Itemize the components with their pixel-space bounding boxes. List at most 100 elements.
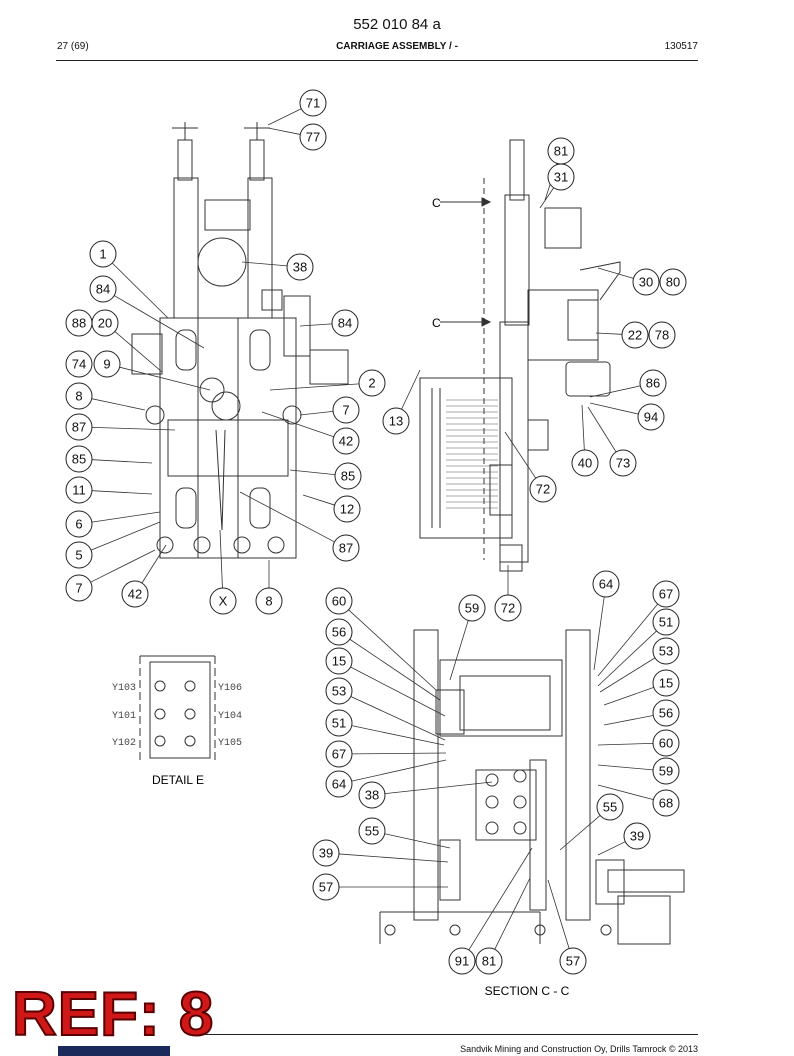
callout-leader [603, 686, 654, 706]
detail-solenoid-icons [154, 680, 196, 747]
callout-circle [65, 445, 93, 473]
callout-number: 9 [103, 357, 110, 372]
callout-bubble: 77 [299, 123, 327, 151]
detail-e-label: DETAIL E [152, 773, 204, 787]
callout-leader [539, 187, 555, 209]
callout-leader [351, 725, 445, 746]
section-mark-lower: C [432, 316, 441, 330]
callout-number: 38 [293, 260, 307, 275]
callout-bubble: 68 [652, 789, 680, 817]
callout-bubble: 39 [312, 839, 340, 867]
callout-circle [332, 396, 360, 424]
callout-circle [596, 793, 624, 821]
callout-circle [448, 947, 476, 975]
callout-number: 6 [75, 517, 82, 532]
callout-bubble: 8 [65, 382, 93, 410]
callout-leader [114, 295, 205, 349]
callout-circle [332, 534, 360, 562]
callout-bubble: 15 [325, 647, 353, 675]
callout-number: 2 [368, 376, 375, 391]
callout-bubble: 84 [331, 309, 359, 337]
callout-leader [241, 261, 288, 267]
callout-circle [332, 427, 360, 455]
callout-circle [334, 462, 362, 490]
callout-bubble: 53 [652, 637, 680, 665]
callout-number: 42 [339, 434, 353, 449]
callout-number: 15 [659, 676, 673, 691]
callout-leader [90, 549, 156, 583]
callout-circle [333, 495, 361, 523]
callout-leader [141, 544, 167, 584]
callout-number: 12 [340, 502, 354, 517]
callout-bubble: 59 [458, 594, 486, 622]
callout-leader [597, 784, 654, 801]
callout-number: 68 [659, 796, 673, 811]
callout-leader [269, 383, 360, 391]
detail-e-view [139, 655, 216, 760]
callout-circle [65, 574, 93, 602]
callout-leader [401, 369, 421, 410]
callout-number: 72 [536, 482, 550, 497]
callout-number: 60 [332, 594, 346, 609]
callout-leader [90, 521, 161, 551]
callout-number: 20 [98, 316, 112, 331]
callout-leader [597, 630, 657, 687]
page-title: CARRIAGE ASSEMBLY / - [336, 41, 458, 52]
callout-number: 1 [99, 247, 106, 262]
callout-circle [93, 350, 121, 378]
callout-leader [350, 666, 446, 717]
callout-circle [325, 587, 353, 615]
callout-bubble: 7 [65, 574, 93, 602]
callout-leader [589, 402, 639, 415]
callout-leader [599, 657, 656, 693]
callout-number: 40 [578, 456, 592, 471]
callout-number: 59 [659, 764, 673, 779]
callout-circle [494, 594, 522, 622]
callout-bubble: 13 [382, 407, 410, 435]
callout-number: 72 [501, 601, 515, 616]
callout-leader [91, 511, 161, 523]
callout-number: 53 [332, 684, 346, 699]
callout-leader [299, 323, 333, 327]
valve-label: Y102 [112, 738, 136, 749]
callout-circle [312, 839, 340, 867]
callout-bubble: 7 [332, 396, 360, 424]
callout-leader [91, 427, 176, 431]
callout-bubble: 91 [448, 947, 476, 975]
callout-circle [639, 369, 667, 397]
valve-label: Y106 [218, 683, 242, 694]
callout-number: 56 [332, 625, 346, 640]
section-mark-upper: C [432, 196, 441, 210]
callout-leader [349, 638, 441, 701]
callout-circle [652, 729, 680, 757]
callout-bubble: 51 [652, 608, 680, 636]
callout-circle [652, 608, 680, 636]
callout-bubble: 53 [325, 677, 353, 705]
callout-circle [652, 580, 680, 608]
revision-date: 130517 [664, 41, 698, 52]
callout-leaders [90, 108, 659, 951]
callout-leader [589, 385, 641, 398]
callout-bubble: 87 [332, 534, 360, 562]
callout-bubble: 55 [358, 817, 386, 845]
callout-number: 84 [338, 316, 352, 331]
callout-number: 39 [630, 829, 644, 844]
callout-bubble: 31 [547, 163, 575, 191]
callout-leader [351, 752, 447, 755]
callout-circle [358, 817, 386, 845]
side-view [419, 139, 621, 572]
callout-bubble: 15 [652, 669, 680, 697]
callout-bubble: 72 [529, 475, 557, 503]
callout-leader [338, 853, 449, 863]
callout-leader [299, 411, 334, 416]
callout-number: 85 [341, 469, 355, 484]
callout-circle [299, 123, 327, 151]
valve-label: Y101 [112, 711, 136, 722]
header-rule [56, 60, 698, 61]
callout-circle [121, 580, 149, 608]
callout-leader [603, 715, 654, 726]
callout-bubble: 11 [65, 476, 93, 504]
callout-bubble: 42 [121, 580, 149, 608]
callout-bubble: 22 [621, 321, 649, 349]
